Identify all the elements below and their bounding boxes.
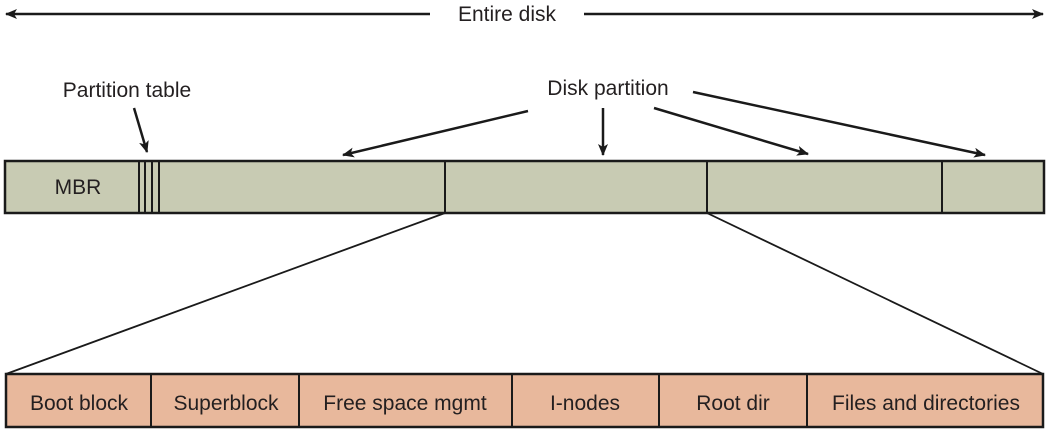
expansion-line-right bbox=[706, 212, 1044, 375]
fs-block-boot-block: Boot block bbox=[30, 392, 129, 415]
fs-block-i-nodes: I-nodes bbox=[550, 392, 620, 415]
filesystem-bar-background bbox=[4, 372, 1045, 429]
entire-disk-label: Entire disk bbox=[458, 3, 557, 26]
fs-block-files-and-directories: Files and directories bbox=[832, 392, 1020, 415]
partition-table-arrow bbox=[132, 107, 149, 153]
expansion-line-left bbox=[5, 212, 446, 375]
fs-block-root-dir: Root dir bbox=[696, 392, 770, 415]
disk-partition-arrow-4 bbox=[692, 90, 986, 158]
partition-table-label: Partition table bbox=[63, 79, 191, 102]
disk-partition-arrow-3 bbox=[653, 106, 809, 156]
disk-partition-arrow-1 bbox=[342, 109, 529, 158]
disk-bar-background bbox=[3, 159, 1046, 215]
fs-block-superblock: Superblock bbox=[173, 392, 279, 415]
disk-bar: MBR bbox=[3, 159, 1046, 215]
disk-partition-label: Disk partition bbox=[547, 77, 668, 100]
filesystem-bar: Boot block Superblock Free space mgmt I-… bbox=[4, 372, 1045, 429]
mbr-label: MBR bbox=[55, 176, 102, 199]
fs-block-free-space-mgmt: Free space mgmt bbox=[323, 392, 487, 415]
